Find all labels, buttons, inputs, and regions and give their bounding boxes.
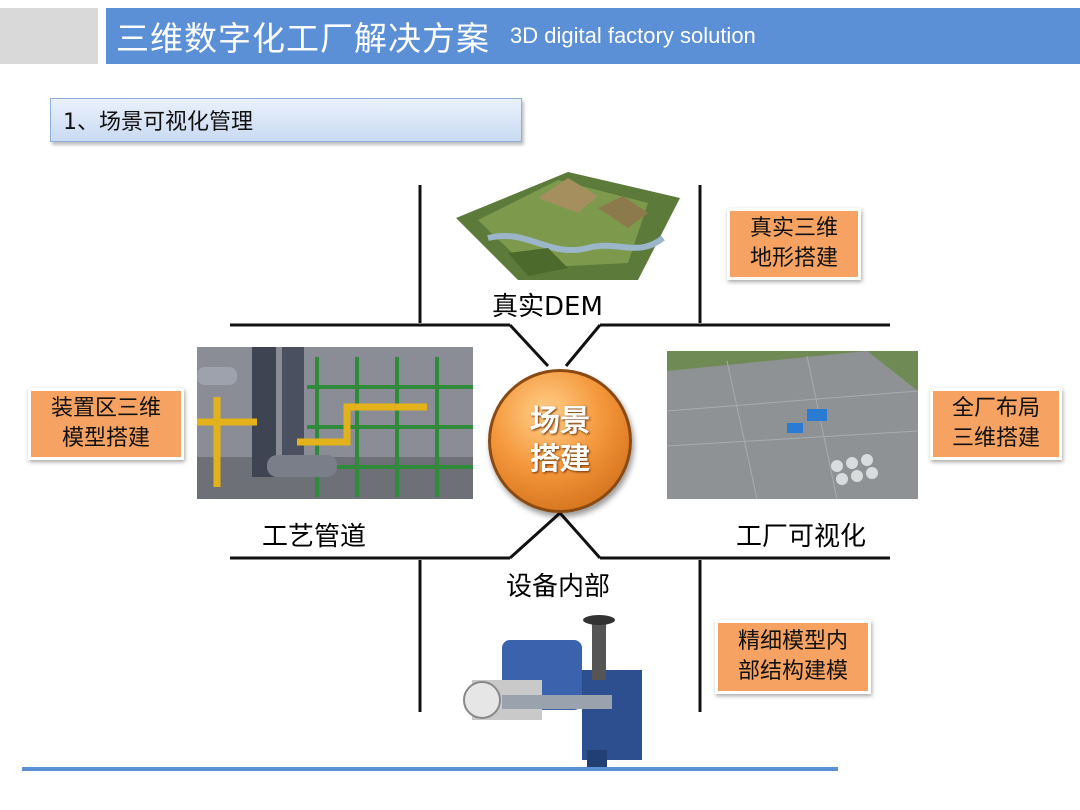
factory-layout-image xyxy=(667,351,918,499)
terrain-dem-image xyxy=(448,168,684,286)
callout-terrain-line2: 地形搭建 xyxy=(730,244,858,274)
callout-unit-area-line2: 模型搭建 xyxy=(31,424,181,454)
callout-unit-area-line1: 装置区三维 xyxy=(31,394,181,424)
callout-plant-layout-line1: 全厂布局 xyxy=(933,394,1059,424)
label-process-piping: 工艺管道 xyxy=(262,516,366,553)
callout-fine-model-line1: 精细模型内 xyxy=(718,627,868,657)
label-real-dem: 真实DEM xyxy=(492,286,603,323)
callout-unit-area: 装置区三维 模型搭建 xyxy=(28,388,184,460)
scene-build-center-circle: 场景 搭建 xyxy=(488,369,632,513)
label-equipment-internal: 设备内部 xyxy=(506,566,610,603)
callout-fine-model-line2: 部结构建模 xyxy=(718,657,868,687)
pump-internal-image xyxy=(462,600,652,772)
center-label-line1: 场景 xyxy=(530,403,590,441)
process-piping-image xyxy=(197,347,473,499)
callout-terrain-line1: 真实三维 xyxy=(730,214,858,244)
callout-plant-layout: 全厂布局 三维搭建 xyxy=(930,388,1062,460)
callout-fine-model: 精细模型内 部结构建模 xyxy=(715,620,871,694)
callout-plant-layout-line2: 三维搭建 xyxy=(933,424,1059,454)
bottom-divider xyxy=(22,767,838,771)
label-factory-visualization: 工厂可视化 xyxy=(736,516,866,553)
center-label-line2: 搭建 xyxy=(530,441,590,479)
callout-terrain: 真实三维 地形搭建 xyxy=(727,208,861,280)
